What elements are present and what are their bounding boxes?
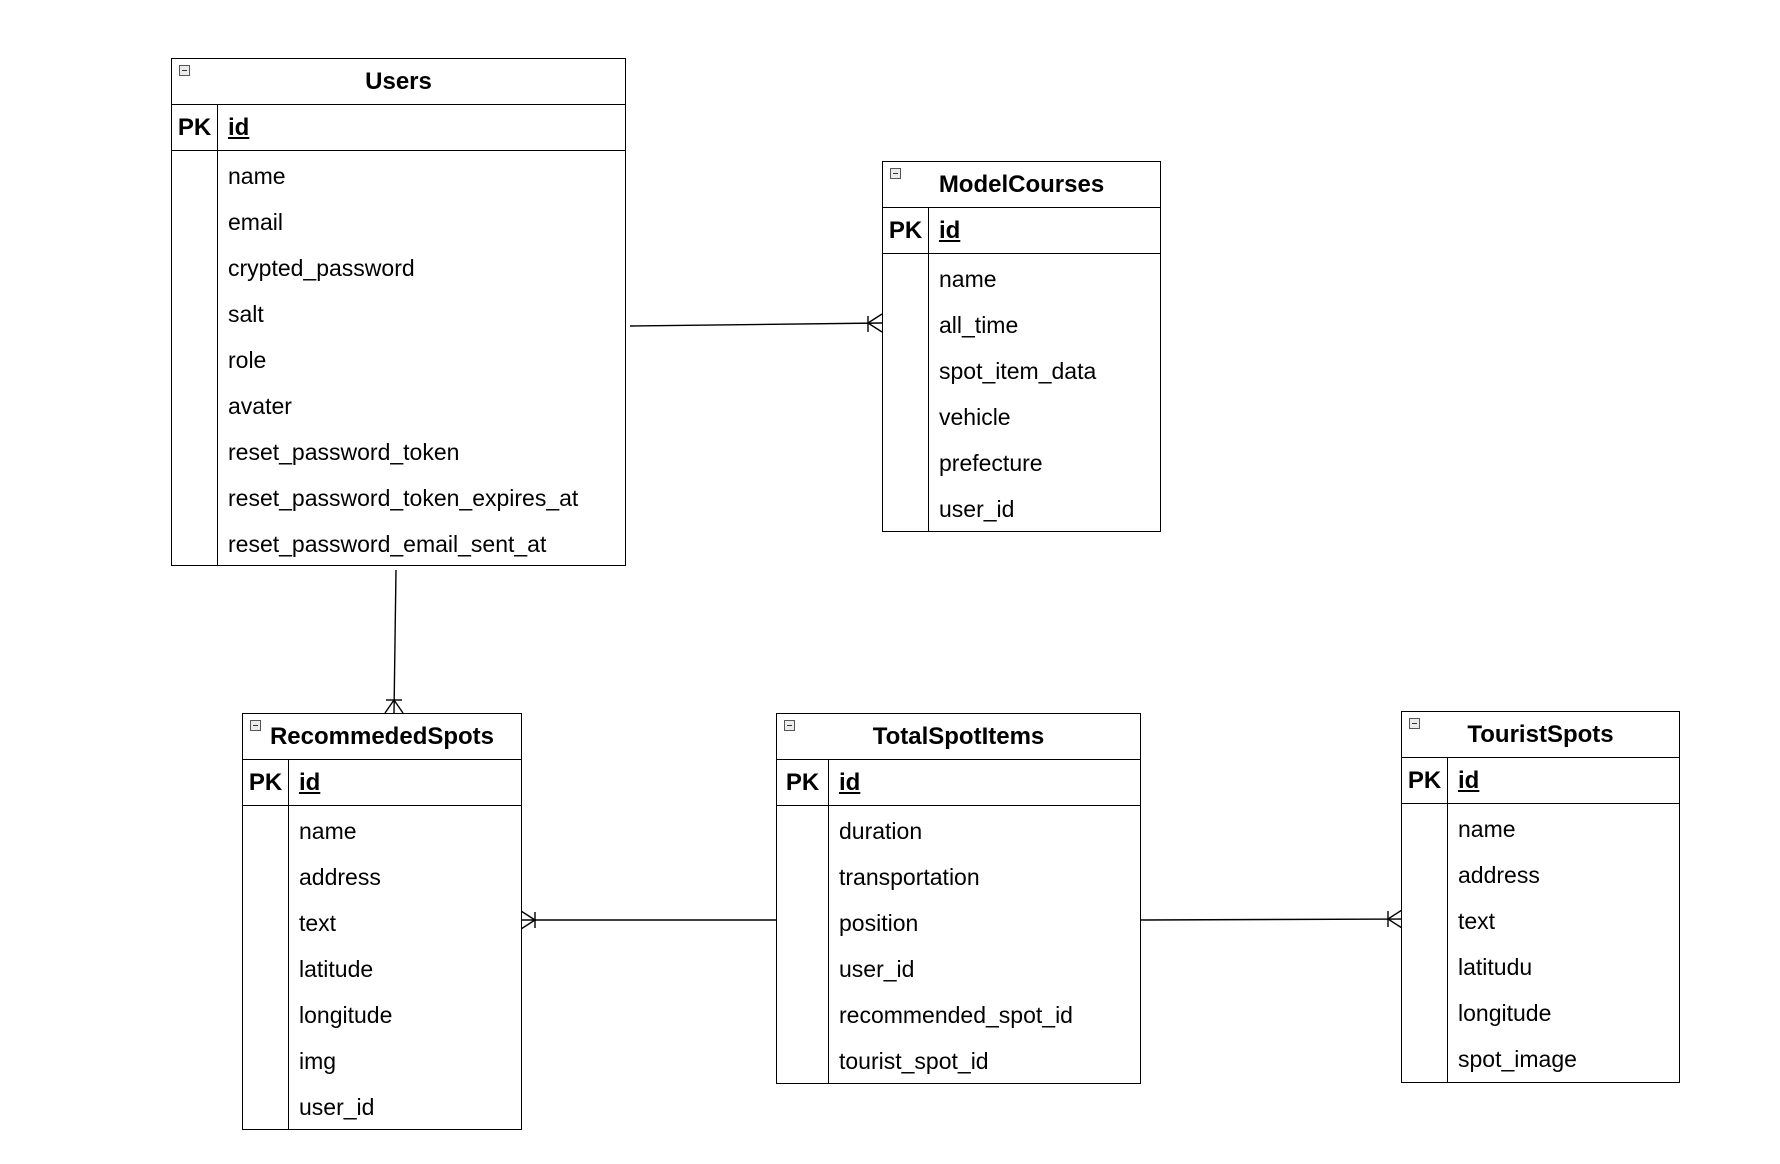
- field-row: latitudu: [1458, 953, 1533, 980]
- entity-title: ModelCourses: [883, 162, 1160, 208]
- entity-total-spot-items[interactable]: TotalSpotItems PK id duration transporta…: [776, 713, 1141, 1084]
- entity-users[interactable]: Users PK id name email crypted_password …: [171, 58, 626, 566]
- pk-field: id: [299, 768, 321, 796]
- field-row: name: [228, 162, 286, 189]
- field-row: crypted_password: [228, 254, 415, 281]
- field-row: salt: [228, 300, 264, 327]
- field-row: img: [299, 1047, 337, 1074]
- pk-field: id: [939, 216, 961, 244]
- entity-title: RecommededSpots: [243, 714, 521, 760]
- field-row: latitude: [299, 955, 374, 982]
- field-row: address: [299, 863, 381, 890]
- collapse-icon[interactable]: [179, 65, 190, 76]
- entity-title-text: RecommededSpots: [269, 722, 495, 750]
- field-row: user_id: [939, 495, 1015, 522]
- entity-body: name address text latitudu longitude spo…: [1402, 804, 1679, 1082]
- pk-label: PK: [243, 760, 289, 805]
- entity-body: name address text latitude longitude img…: [243, 806, 521, 1129]
- field-row: position: [839, 909, 919, 936]
- field-row: text: [1458, 907, 1496, 934]
- field-list: name email crypted_password salt role av…: [218, 151, 625, 565]
- field-row: reset_password_token_expires_at: [228, 484, 579, 511]
- field-row: avater: [228, 392, 292, 419]
- entity-recommended-spots[interactable]: RecommededSpots PK id name address text …: [242, 713, 522, 1130]
- relation-totalspotitems-touristspots: [1139, 909, 1403, 929]
- entity-title-text: TotalSpotItems: [872, 722, 1045, 750]
- entity-body: duration transportation position user_id…: [777, 806, 1140, 1083]
- pk-label: PK: [172, 105, 218, 150]
- field-list: name address text latitude longitude img…: [289, 806, 521, 1129]
- field-row: name: [939, 265, 997, 292]
- field-row: tourist_spot_id: [839, 1047, 989, 1074]
- field-row: prefecture: [939, 449, 1043, 476]
- field-row: text: [299, 909, 337, 936]
- primary-key-row: PK id: [883, 208, 1160, 254]
- entity-title: TouristSpots: [1402, 712, 1679, 758]
- field-row: longitude: [299, 1001, 393, 1028]
- pk-label: PK: [777, 760, 829, 805]
- key-gutter: [243, 806, 289, 1129]
- primary-key-row: PK id: [1402, 758, 1679, 804]
- field-row: name: [299, 817, 357, 844]
- entity-body: name email crypted_password salt role av…: [172, 151, 625, 565]
- key-gutter: [883, 254, 929, 531]
- field-row: longitude: [1458, 999, 1552, 1026]
- field-row: address: [1458, 861, 1540, 888]
- key-gutter: [1402, 804, 1448, 1082]
- pk-label: PK: [1402, 758, 1448, 803]
- field-list: name address text latitudu longitude spo…: [1448, 804, 1679, 1082]
- field-row: role: [228, 346, 267, 373]
- collapse-icon[interactable]: [1409, 718, 1420, 729]
- field-row: all_time: [939, 311, 1019, 338]
- relation-totalspotitems-recommendedspots: [520, 910, 776, 930]
- pk-field: id: [1458, 766, 1480, 794]
- relation-users-recommendedspots: [384, 569, 404, 714]
- field-row: duration: [839, 817, 923, 844]
- field-row: recommended_spot_id: [839, 1001, 1073, 1028]
- primary-key-row: PK id: [172, 105, 625, 151]
- relation-users-modelcourses: [629, 313, 883, 333]
- entity-title-text: Users: [365, 67, 432, 95]
- field-row: user_id: [839, 955, 915, 982]
- field-row: user_id: [299, 1093, 375, 1120]
- field-row: reset_password_token: [228, 438, 460, 465]
- primary-key-row: PK id: [243, 760, 521, 806]
- field-row: spot_item_data: [939, 357, 1097, 384]
- collapse-icon[interactable]: [250, 720, 261, 731]
- pk-field: id: [839, 768, 861, 796]
- collapse-icon[interactable]: [784, 720, 795, 731]
- pk-label: PK: [883, 208, 929, 253]
- field-list: name all_time spot_item_data vehicle pre…: [929, 254, 1160, 531]
- field-row: vehicle: [939, 403, 1011, 430]
- field-row: spot_image: [1458, 1045, 1577, 1072]
- field-row: reset_password_email_sent_at: [228, 530, 547, 557]
- collapse-icon[interactable]: [890, 168, 901, 179]
- primary-key-row: PK id: [777, 760, 1140, 806]
- entity-title-text: TouristSpots: [1467, 720, 1614, 748]
- key-gutter: [777, 806, 829, 1083]
- field-row: name: [1458, 815, 1516, 842]
- field-list: duration transportation position user_id…: [829, 806, 1140, 1083]
- entity-title: Users: [172, 59, 625, 105]
- key-gutter: [172, 151, 218, 565]
- entity-body: name all_time spot_item_data vehicle pre…: [883, 254, 1160, 531]
- entity-tourist-spots[interactable]: TouristSpots PK id name address text lat…: [1401, 711, 1680, 1083]
- entity-title: TotalSpotItems: [777, 714, 1140, 760]
- field-row: email: [228, 208, 283, 235]
- pk-field: id: [228, 113, 250, 141]
- entity-title-text: ModelCourses: [938, 170, 1105, 198]
- entity-model-courses[interactable]: ModelCourses PK id name all_time spot_it…: [882, 161, 1161, 532]
- field-row: transportation: [839, 863, 980, 890]
